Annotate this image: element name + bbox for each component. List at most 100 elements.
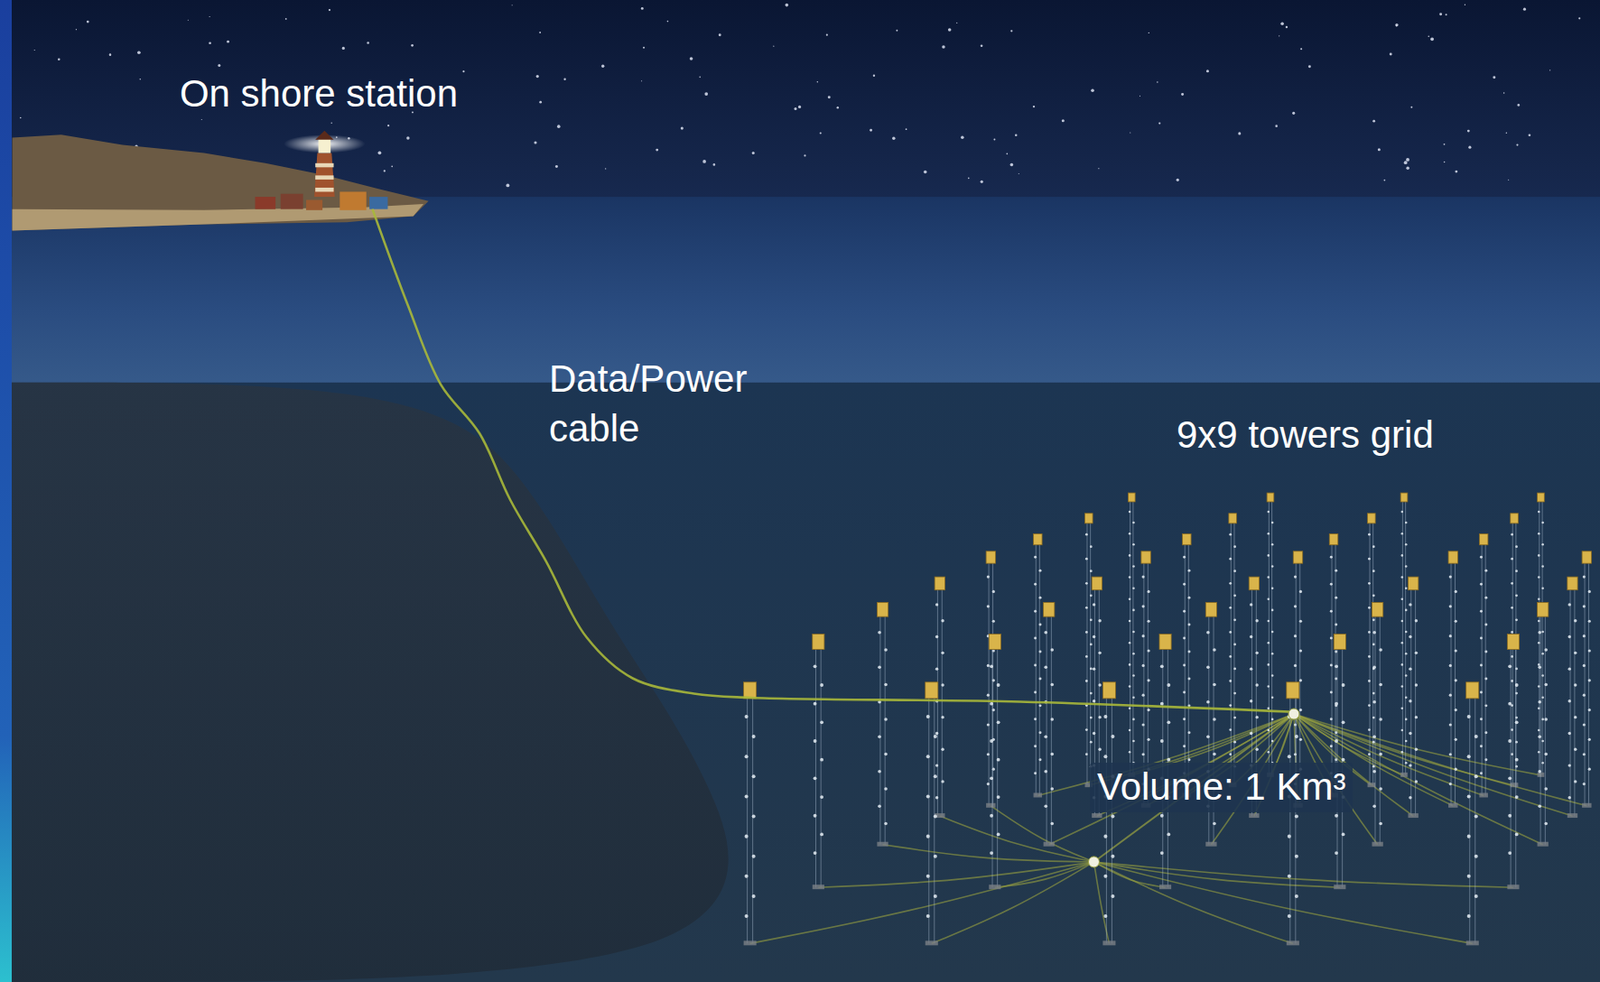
- optical-module: [1132, 652, 1135, 656]
- optical-module: [1255, 748, 1258, 752]
- optical-module: [1454, 590, 1458, 594]
- optical-module: [1474, 734, 1479, 739]
- optical-module: [1085, 631, 1089, 634]
- junction-box: [1288, 708, 1300, 720]
- star: [1005, 153, 1008, 156]
- tower-buoy: [1182, 533, 1192, 545]
- optical-module: [1085, 728, 1089, 732]
- star: [1405, 166, 1409, 169]
- optical-module: [935, 603, 939, 606]
- optical-module: [1188, 651, 1191, 654]
- optical-module: [1089, 716, 1093, 720]
- optical-module: [1515, 545, 1518, 549]
- stars: [17, 3, 1581, 189]
- optical-module: [986, 664, 990, 668]
- optical-module: [1132, 718, 1135, 722]
- optical-module: [1515, 758, 1519, 763]
- optical-module: [752, 774, 756, 779]
- optical-module: [1085, 533, 1089, 537]
- optical-module: [1166, 720, 1171, 725]
- tower-cable: [1132, 501, 1134, 776]
- optical-module: [1271, 718, 1275, 722]
- optical-module: [1271, 740, 1275, 744]
- optical-module: [1367, 558, 1371, 561]
- optical-module: [1293, 664, 1297, 668]
- star: [941, 45, 946, 49]
- optical-module: [1266, 663, 1270, 667]
- optical-module: [996, 683, 1001, 688]
- optical-module: [1039, 623, 1042, 627]
- optical-module: [744, 715, 749, 719]
- optical-module: [1110, 855, 1115, 859]
- star: [406, 136, 410, 140]
- tower-cable: [1451, 562, 1452, 807]
- tower-cable: [1046, 614, 1048, 845]
- tower-cable: [1481, 543, 1483, 796]
- star: [1014, 133, 1018, 137]
- optical-module: [1544, 753, 1548, 757]
- lighthouse-stripe: [315, 187, 334, 193]
- optical-module: [819, 795, 824, 800]
- tower-cable: [1540, 614, 1542, 845]
- optical-module: [1537, 751, 1541, 754]
- optical-module: [1299, 679, 1303, 682]
- optical-module: [1271, 521, 1275, 525]
- optical-module: [1233, 741, 1237, 745]
- star: [960, 136, 965, 140]
- optical-module: [1582, 753, 1586, 756]
- optical-module: [1474, 815, 1479, 819]
- optical-module: [1541, 718, 1545, 722]
- star: [378, 150, 382, 155]
- optical-module: [1541, 543, 1545, 547]
- optical-module: [1367, 631, 1371, 634]
- tower-cable: [1106, 697, 1107, 944]
- optical-module: [1085, 655, 1089, 659]
- building: [280, 194, 304, 210]
- optical-module: [1367, 728, 1371, 732]
- star: [967, 177, 970, 180]
- tower-cable: [1485, 543, 1487, 796]
- star: [1492, 75, 1496, 79]
- optical-module: [1378, 683, 1383, 688]
- star: [1389, 53, 1393, 56]
- optical-module: [813, 739, 818, 744]
- seabed-cable: [931, 862, 1095, 944]
- optical-module: [1479, 717, 1483, 721]
- tower-anchor: [1506, 884, 1519, 890]
- star: [1377, 148, 1381, 151]
- optical-module: [1449, 782, 1452, 786]
- star: [702, 159, 707, 164]
- optical-module: [1097, 748, 1101, 752]
- lighthouse-stripe: [315, 163, 334, 168]
- optical-module: [1287, 835, 1292, 839]
- star: [1156, 81, 1159, 84]
- tower-cable: [1404, 501, 1406, 776]
- optical-module: [1372, 741, 1376, 745]
- tower-cable: [1111, 697, 1113, 944]
- optical-module: [1089, 741, 1093, 745]
- optical-module: [813, 702, 818, 707]
- optical-module: [1212, 822, 1217, 827]
- optical-module: [752, 734, 756, 739]
- tower-anchor: [1581, 803, 1591, 809]
- star: [387, 124, 390, 127]
- optical-module: [1132, 565, 1135, 568]
- optical-module: [1233, 692, 1237, 696]
- optical-module: [1128, 554, 1132, 558]
- optical-module: [1582, 634, 1586, 638]
- detector-tower: [876, 602, 888, 847]
- optical-module: [1287, 754, 1292, 759]
- optical-module: [1449, 723, 1452, 726]
- detector-tower: [1367, 513, 1377, 788]
- optical-module: [1484, 704, 1488, 707]
- tower-buoy: [1102, 682, 1116, 699]
- star: [704, 92, 708, 96]
- optical-module: [819, 720, 824, 725]
- optical-module: [1454, 768, 1458, 772]
- optical-module: [1507, 702, 1512, 707]
- optical-module: [1266, 532, 1270, 536]
- tower-cable: [1402, 501, 1404, 776]
- optical-module: [1206, 665, 1210, 670]
- optical-module: [940, 780, 944, 783]
- tower-buoy: [1159, 634, 1172, 651]
